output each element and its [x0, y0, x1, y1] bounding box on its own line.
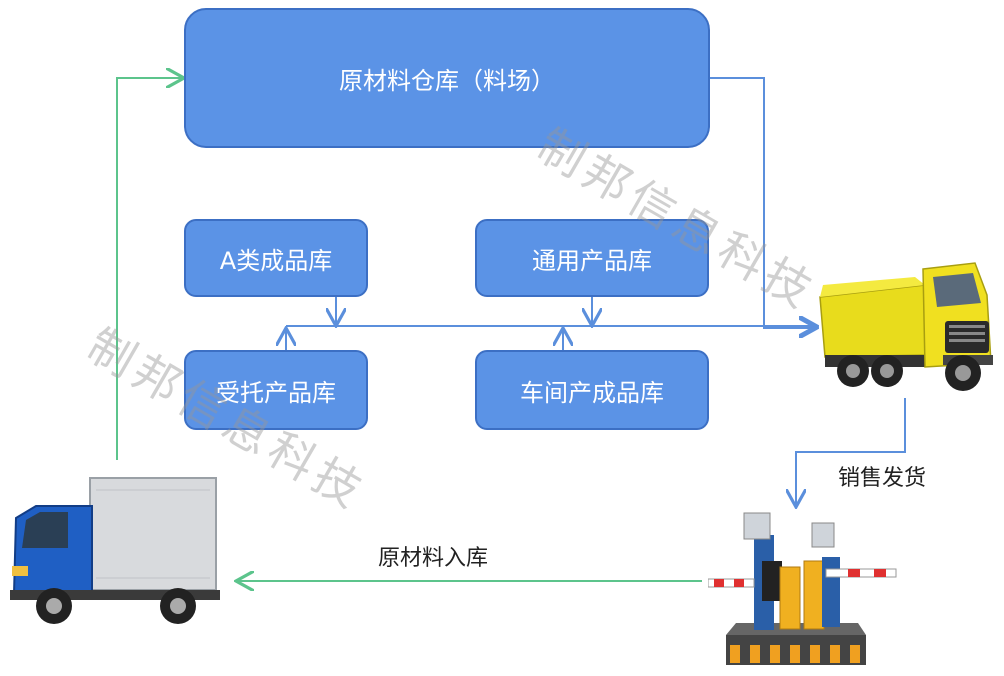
- general-product-box: 通用产品库: [475, 219, 709, 297]
- consigned-product-box: 受托产品库: [184, 350, 368, 430]
- line-box-truck-to-raw: [116, 78, 182, 460]
- workshop-product-label: 车间产成品库: [520, 378, 664, 407]
- class-a-product-label: A类成品库: [219, 246, 333, 275]
- class-a-product-box: A类成品库: [184, 219, 368, 297]
- dump-truck-icon: [819, 262, 993, 391]
- sales-shipping-label: 销售发货: [838, 466, 927, 491]
- line-raw-to-dump-truck: [710, 77, 815, 328]
- line-truck-to-gate: [796, 398, 906, 505]
- box-truck-icon: [10, 477, 220, 624]
- consigned-product-label: 受托产品库: [216, 378, 336, 407]
- raw-inbound-label: 原材料入库: [378, 546, 489, 571]
- raw-material-warehouse-label: 原材料仓库（料场）: [339, 66, 555, 95]
- raw-material-warehouse-box: 原材料仓库（料场）: [184, 8, 710, 148]
- toll-gate-barrier-icon: [708, 512, 897, 665]
- workshop-product-box: 车间产成品库: [475, 350, 709, 430]
- general-product-label: 通用产品库: [532, 246, 652, 275]
